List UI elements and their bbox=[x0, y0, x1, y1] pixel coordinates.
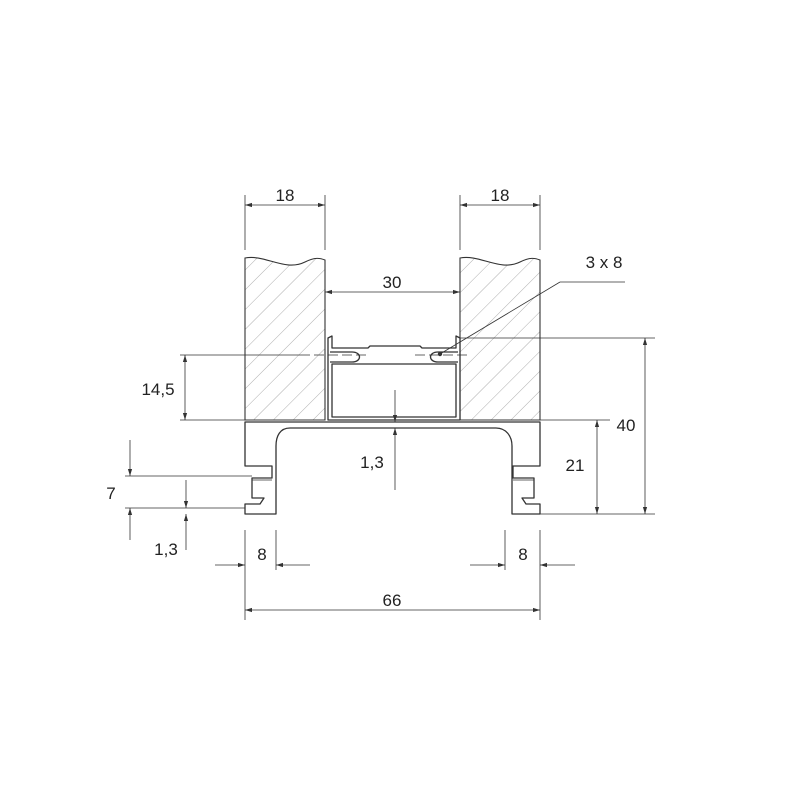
dim-board-width-left: 18 bbox=[276, 186, 295, 205]
aluminium-profile bbox=[244, 335, 541, 515]
dim-board-width-right: 18 bbox=[491, 186, 510, 205]
screw-slot-right bbox=[429, 351, 458, 363]
dim-lower-height: 21 bbox=[566, 456, 585, 475]
dim-gap-width: 30 bbox=[383, 273, 402, 292]
dim-wall-center: 1,3 bbox=[360, 453, 384, 472]
right-board bbox=[459, 256, 541, 421]
dim-total-width: 66 bbox=[383, 591, 402, 610]
dimension-lines bbox=[127, 202, 648, 613]
dim-flange-thickness: 1,3 bbox=[154, 540, 178, 559]
screw-leader bbox=[439, 281, 625, 355]
dim-total-height: 40 bbox=[617, 416, 636, 435]
dim-flange-height: 7 bbox=[106, 484, 115, 503]
dim-groove-height: 14,5 bbox=[141, 380, 174, 399]
dim-screw-label: 3 x 8 bbox=[586, 253, 623, 272]
dim-foot-left: 8 bbox=[257, 545, 266, 564]
screw-slot-left bbox=[330, 351, 361, 363]
left-board bbox=[244, 256, 326, 421]
dim-foot-right: 8 bbox=[518, 545, 527, 564]
